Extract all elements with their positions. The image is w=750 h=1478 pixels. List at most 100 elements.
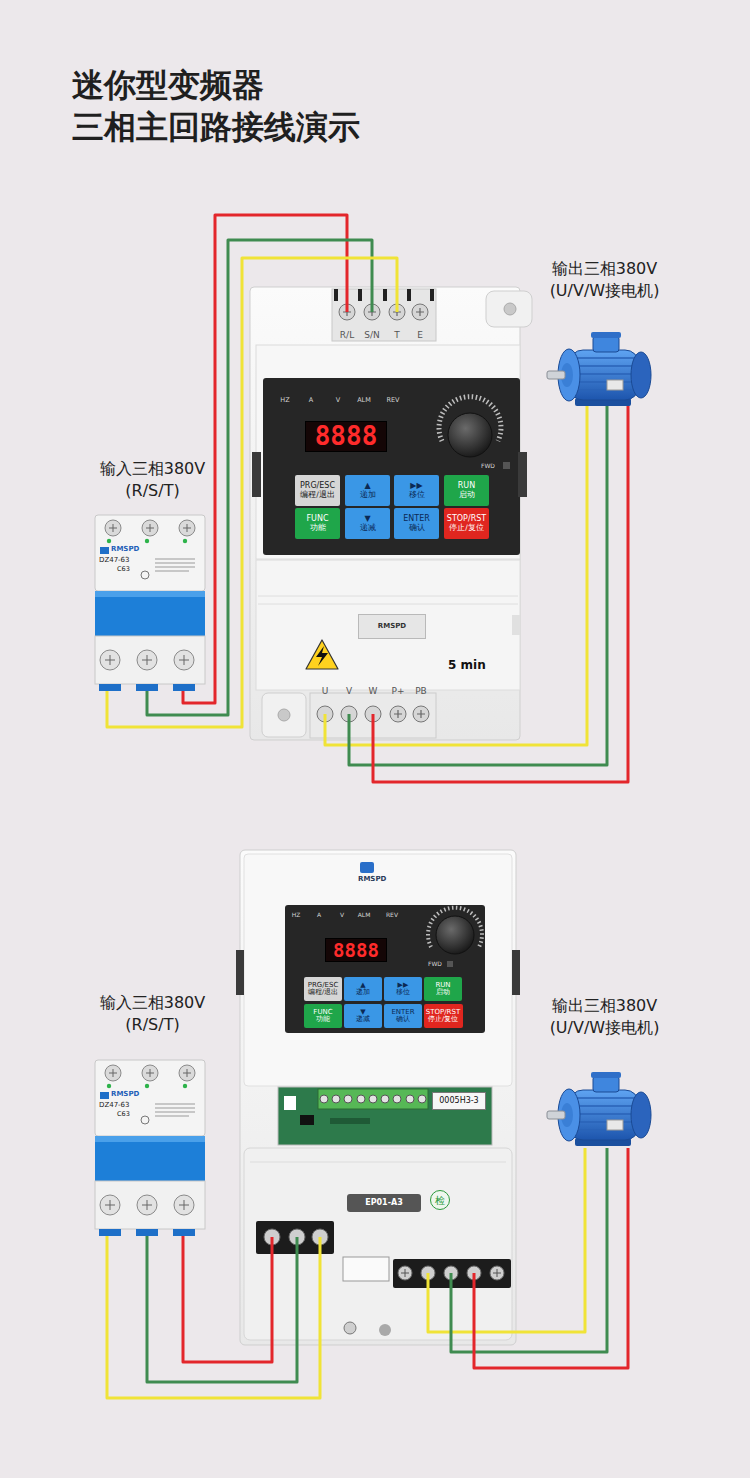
keypad-button: ENTER确认 <box>384 1004 422 1028</box>
breaker-illustration-part <box>173 1229 195 1236</box>
terminal-label: PB <box>411 686 431 696</box>
button-label: ▶▶ <box>410 482 422 491</box>
keypad-button: RUN启动 <box>424 977 462 1001</box>
inverter-illustration-part <box>334 289 338 301</box>
button-label: 停止/复位 <box>449 524 484 532</box>
inverter-illustration-part <box>369 1095 377 1103</box>
keypad-button: ▼递减 <box>345 508 390 539</box>
terminal-label: E <box>405 330 435 340</box>
inverter-illustration-part <box>278 709 290 721</box>
inverter-illustration-part <box>518 452 527 497</box>
inverter-illustration-part <box>406 1095 414 1103</box>
button-label: 递加 <box>360 491 376 499</box>
inverter-illustration-part <box>320 1095 328 1103</box>
inverter-illustration-part <box>236 950 244 995</box>
inverter-illustration <box>236 850 520 1345</box>
keypad-button: STOP/RST停止/复位 <box>424 1004 463 1028</box>
indicator-label: V <box>328 397 348 404</box>
breaker-illustration-part <box>95 1136 205 1142</box>
inverter-illustration-part <box>316 646 328 666</box>
led-display: 8888 <box>305 421 387 452</box>
breaker-illustration-part <box>105 655 189 665</box>
wire <box>107 1236 320 1398</box>
button-label: FUNC <box>313 1009 332 1017</box>
brand-text: RMSPD <box>378 623 406 631</box>
motor-wires-part <box>373 405 628 782</box>
inverter-illustration-part <box>300 1115 314 1125</box>
inverter-illustration-part <box>332 1095 340 1103</box>
breaker-illustration <box>95 1060 205 1236</box>
button-label: ▲ <box>364 482 370 491</box>
inverter-illustration-part <box>379 1324 391 1336</box>
inverter-illustration-part <box>244 854 512 1086</box>
indicator-label: HZ <box>275 397 295 404</box>
body-text: RMSPD <box>358 876 402 884</box>
button-label: STOP/RST <box>447 515 486 524</box>
motor-illustration-part <box>591 332 621 338</box>
indicator-label: V <box>332 912 352 919</box>
breaker-illustration-part <box>95 1181 205 1229</box>
breaker-illustration-part <box>95 636 205 684</box>
inverter-illustration-part <box>263 378 520 555</box>
inverter-illustration-part <box>250 287 520 740</box>
breaker-illustration <box>95 515 205 691</box>
inverter-illustration-part <box>244 1148 512 1340</box>
inverter-illustration <box>250 287 532 740</box>
breaker-illustration-part <box>173 684 195 691</box>
breaker-marking: RMSPD <box>111 546 155 554</box>
breaker-marking: C63 <box>117 566 147 573</box>
inverter-illustration-part <box>394 710 425 718</box>
inverter-illustration-part <box>319 1237 322 1345</box>
motor-wires-part <box>349 405 607 765</box>
inverter-illustration-part <box>271 1237 274 1345</box>
motor-illustration-part <box>607 380 623 390</box>
inverter-illustration-part <box>407 289 411 301</box>
keypad-button: PRG/ESC编程/退出 <box>304 977 342 1001</box>
button-label: ▼ <box>360 1009 365 1017</box>
inverter-illustration-part <box>381 1095 389 1103</box>
breaker-illustration-part <box>95 1060 205 1136</box>
button-label: FUNC <box>306 515 328 524</box>
inverter-illustration-part <box>344 1322 356 1334</box>
inverter-illustration-part <box>240 850 516 1345</box>
keypad-button: ▲递加 <box>345 475 390 506</box>
indicator-label: REV <box>382 912 402 919</box>
motor-illustration-part <box>607 1120 623 1130</box>
wire <box>183 1236 272 1362</box>
inverter-illustration-part <box>284 1096 296 1110</box>
breaker-illustration-part <box>107 539 111 543</box>
inverter-illustration-part <box>418 1095 426 1103</box>
breaker-marking: C63 <box>117 1111 147 1118</box>
keypad-button: ▶▶移位 <box>394 475 439 506</box>
inverter-illustration-part <box>393 1095 401 1103</box>
motor-illustration-part <box>593 1076 619 1092</box>
wire <box>183 215 347 703</box>
inverter-illustration-part <box>258 596 518 604</box>
motor-illustration-part <box>575 358 637 390</box>
button-label: 功能 <box>316 1016 330 1023</box>
breaker-illustration-part <box>95 515 205 591</box>
breaker-illustration-part <box>99 1229 121 1236</box>
keypad-button: FUNC功能 <box>304 1004 342 1028</box>
button-label: 确认 <box>396 1016 410 1023</box>
breaker-illustration-part <box>136 684 158 691</box>
breaker-illustration-part <box>95 1136 205 1181</box>
inverter-illustration-part <box>360 862 374 873</box>
inverter-illustration-part <box>306 640 338 669</box>
motor-wires <box>325 405 628 782</box>
breaker-illustration-part <box>95 591 205 597</box>
motor-illustration-part <box>631 352 651 398</box>
keypad-button: FUNC功能 <box>295 508 340 539</box>
inverter-illustration-part <box>346 287 349 312</box>
indicator-label: FWD <box>424 961 446 968</box>
breaker-illustration-part <box>109 1069 191 1077</box>
breaker-illustration-part <box>145 539 149 543</box>
motor-illustration-part <box>593 336 619 352</box>
inverter-illustration-part <box>278 1087 492 1145</box>
breaker-marking: DZ47-63 <box>99 1102 149 1110</box>
model-sticker: 0005H3-3 <box>432 1092 486 1110</box>
terminal-label: V <box>339 686 359 696</box>
inverter-illustration-part <box>504 303 516 315</box>
inverter-illustration-part <box>256 1221 334 1254</box>
